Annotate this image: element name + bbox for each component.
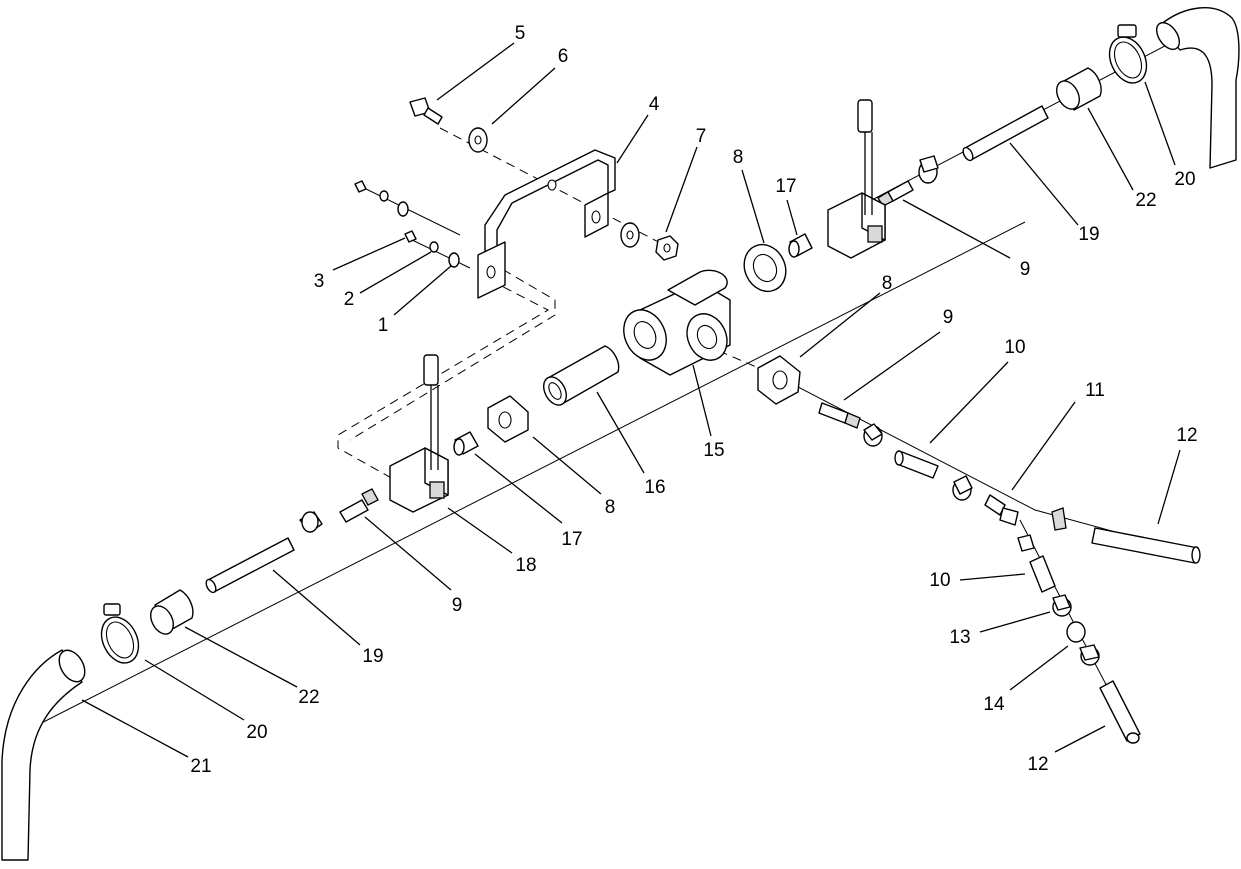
part-9-barb-fitting (339, 488, 379, 523)
callout-17-lower: 17 (561, 529, 582, 550)
part-20-hose-clamp (100, 603, 140, 664)
part-11-tee-barb (984, 494, 1067, 531)
part-clip-left (299, 511, 323, 533)
callout-19-upper: 19 (1078, 224, 1099, 245)
part-9-barb-fitting-right (818, 402, 883, 447)
callout-4: 4 (649, 94, 660, 115)
part-6-washer-lower (620, 222, 640, 248)
part-1-flat-washers (397, 201, 460, 268)
assembly-centerlines (11, 37, 1201, 741)
callout-21: 21 (190, 756, 211, 777)
part-21-elbow-hose-upper (1155, 7, 1240, 169)
callout-22-lower: 22 (298, 687, 319, 708)
callout-18: 18 (515, 555, 536, 576)
callout-6: 6 (558, 46, 569, 67)
callout-1: 1 (378, 315, 389, 336)
part-12-tube (1091, 527, 1201, 564)
part-17-fitting-upper (788, 233, 813, 258)
part-8-bushing-upper (743, 243, 787, 293)
callout-15: 15 (703, 440, 724, 461)
callout-10-lower: 10 (929, 570, 950, 591)
callout-12-right: 12 (1176, 425, 1197, 446)
part-10-elbow (952, 475, 973, 501)
part-4-bracket (477, 149, 616, 299)
callout-7: 7 (696, 126, 707, 147)
part-21-elbow-hose (1, 649, 86, 861)
part-12-tube-lower (1099, 680, 1141, 744)
callout-20-upper: 20 (1174, 169, 1195, 190)
callout-11: 11 (1085, 380, 1105, 401)
part-10-tube-segment (894, 450, 939, 479)
part-clip-upper (918, 155, 939, 184)
callout-16: 16 (644, 477, 665, 498)
part-19-tube-upper (962, 105, 1049, 162)
callout-12-lower: 12 (1027, 754, 1048, 775)
callout-13: 13 (949, 627, 970, 648)
callout-leader-lines (81, 42, 1181, 758)
part-13-elbow (1052, 594, 1072, 617)
part-10-tube-lower (1017, 534, 1056, 593)
callout-2: 2 (344, 289, 355, 310)
part-19-tube (205, 537, 295, 594)
part-20-hose-clamp-upper (1108, 24, 1148, 84)
callout-8-upper: 8 (733, 147, 744, 168)
part-5-bolt (409, 97, 443, 125)
part-16-pipe-nipple (543, 345, 620, 406)
part-3-screws (354, 180, 417, 243)
callout-5: 5 (515, 23, 526, 44)
part-22-coupler (150, 589, 194, 635)
part-15-tee-fitting (623, 269, 731, 376)
callout-20-lower: 20 (246, 722, 267, 743)
callout-22-upper: 22 (1135, 190, 1156, 211)
part-14-cap (1066, 621, 1100, 666)
callout-3: 3 (314, 271, 325, 292)
callout-9-lower: 9 (452, 595, 463, 616)
callout-14: 14 (983, 694, 1005, 715)
part-2-lock-washers (379, 190, 439, 253)
callout-numbers: 1 2 3 4 5 6 7 8 8 8 9 9 9 10 10 11 12 12… (190, 23, 1197, 777)
part-18-sensor-assembly-upper (827, 99, 886, 259)
callout-19-lower: 19 (362, 646, 383, 667)
callout-17-upper: 17 (775, 176, 796, 197)
callout-9-right: 9 (943, 307, 954, 328)
part-8-bushing (487, 395, 529, 443)
callout-8-right: 8 (882, 273, 893, 294)
part-22-coupler-upper (1056, 67, 1102, 111)
part-7-nut (655, 235, 679, 261)
part-17-fitting (453, 431, 479, 456)
part-6-washer (468, 127, 488, 153)
callout-8-lower: 8 (605, 497, 616, 518)
part-8-bushing-right (757, 355, 801, 405)
part-18-sensor-assembly (389, 354, 449, 513)
callout-9-upper: 9 (1020, 259, 1031, 280)
callout-10-right: 10 (1004, 337, 1025, 358)
